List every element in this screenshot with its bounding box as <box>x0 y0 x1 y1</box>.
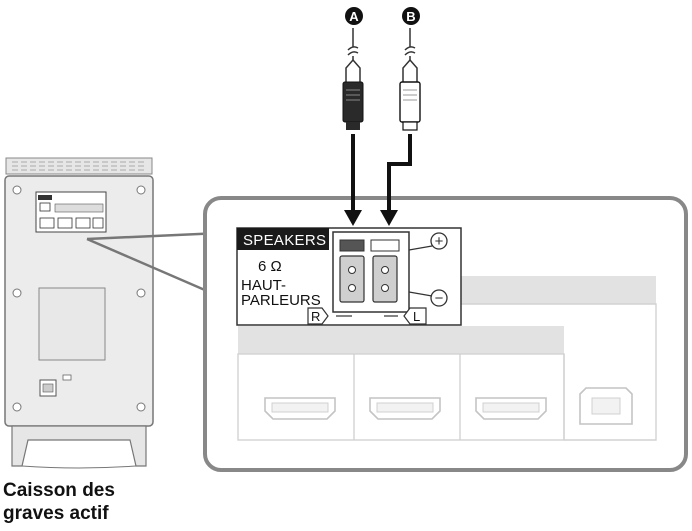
cable-a-badge <box>345 7 363 25</box>
power-indicator <box>62 374 72 381</box>
cable-a-plug <box>342 81 364 123</box>
subwoofer-lower-panel <box>38 287 106 361</box>
plus-symbol: + <box>430 232 448 250</box>
caption-line-2: graves actif <box>3 503 109 524</box>
cable-b-label: B <box>406 9 415 24</box>
parleurs-label: PARLEURS <box>241 292 321 309</box>
cable-b-badge <box>402 7 420 25</box>
minus-symbol: − <box>430 289 448 307</box>
left-channel-label: L <box>413 309 420 324</box>
terminal-r-color-bar <box>339 239 365 252</box>
caption-line-1: Caisson des <box>3 480 115 501</box>
speaker-terminal-block: SPEAKERS 6 Ω HAUT- PARLEURS + − <box>236 227 462 326</box>
zoom-lines <box>86 231 222 299</box>
grille-slots <box>12 161 146 171</box>
impedance-label: 6 Ω <box>258 258 282 275</box>
speakers-tag-bg <box>237 228 329 250</box>
right-channel-tag <box>307 307 329 325</box>
svg-text:+: + <box>435 233 444 250</box>
terminal-l-color-bar <box>370 239 400 252</box>
haut-label: HAUT- <box>241 277 286 294</box>
bg-strip-bottom <box>238 326 564 354</box>
terminal-r-jack <box>339 255 365 303</box>
terminal-l-jack <box>372 255 398 303</box>
cable-a: A <box>342 7 364 226</box>
cable-b-arrow <box>387 134 412 212</box>
cable-b-plug <box>399 81 421 123</box>
subwoofer-stand <box>11 425 147 467</box>
left-channel-tag <box>403 307 427 325</box>
subwoofer-screws <box>12 185 146 412</box>
bg-strip-top <box>448 276 656 304</box>
optical-port <box>579 387 633 425</box>
subwoofer-mini-panel <box>35 191 107 233</box>
right-channel-label: R <box>311 309 320 324</box>
cable-a-label: A <box>349 9 359 24</box>
cable-b: B <box>380 7 421 226</box>
hdmi-ports <box>264 397 547 420</box>
subwoofer-caption: Caisson des graves actif <box>3 479 115 525</box>
hdmi-section <box>237 303 657 441</box>
svg-text:−: − <box>435 290 444 307</box>
speakers-tag: SPEAKERS <box>243 232 326 249</box>
subwoofer-rear-view <box>4 157 154 469</box>
enlarged-rear-panel: SPEAKERS 6 Ω HAUT- PARLEURS + − <box>203 196 688 472</box>
